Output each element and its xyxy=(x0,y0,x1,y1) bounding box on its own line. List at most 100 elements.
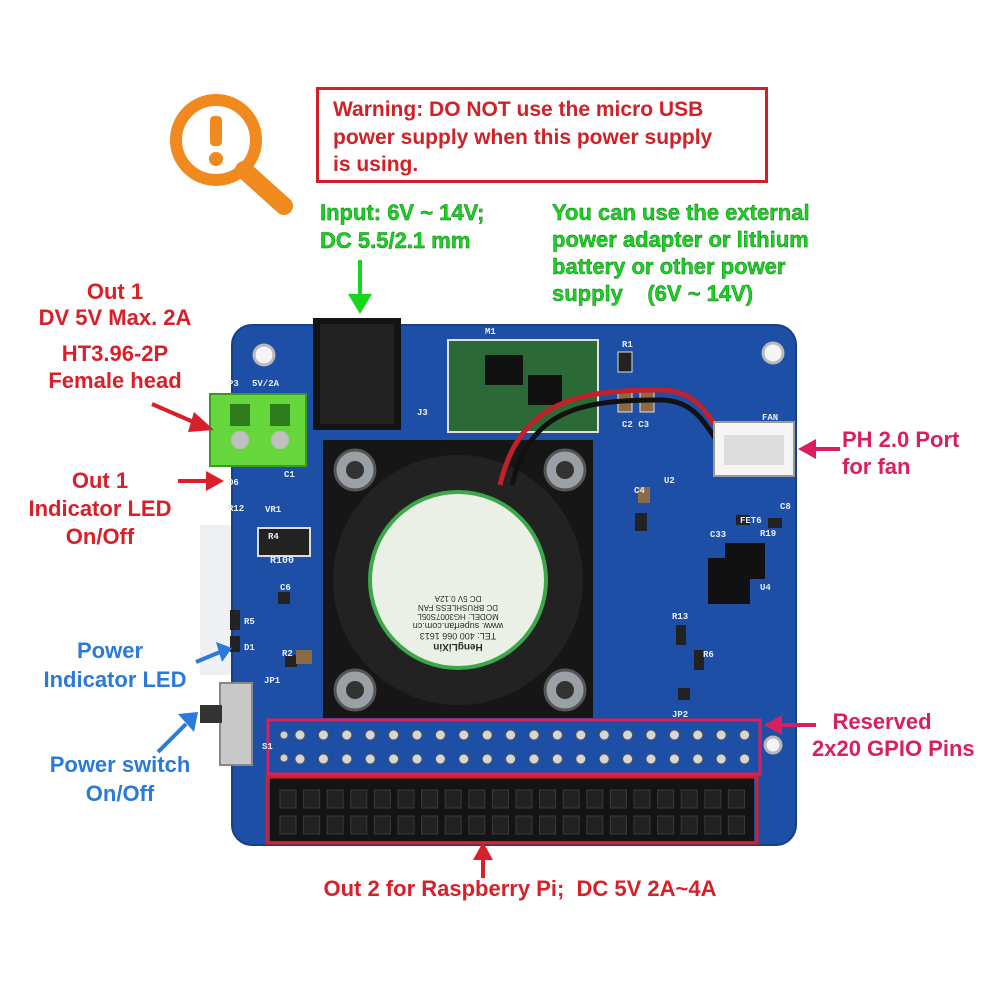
input-label-line-1: Input: 6V ~ 14V; xyxy=(320,200,485,225)
out1-label-line-1: Out 1 xyxy=(86,279,144,304)
silk-p3-rating: 5V/2A xyxy=(252,379,280,389)
fan-port-label-line-1: PH 2.0 Port xyxy=(842,427,960,452)
silk-c4: C4 xyxy=(634,486,645,496)
gpio-pin-hole xyxy=(668,753,680,765)
out1-arrow-icon xyxy=(151,402,214,432)
gpio-pin-hole xyxy=(551,729,563,741)
header-socket xyxy=(515,789,533,809)
header-socket xyxy=(350,815,368,835)
gpio-pin-hole xyxy=(575,729,587,741)
silk-jp2: JP2 xyxy=(672,710,689,720)
header-socket xyxy=(397,789,415,809)
gpio-pin-hole xyxy=(645,729,657,741)
header-socket xyxy=(421,815,439,835)
fan-port-label-line-2: for fan xyxy=(842,454,911,479)
silk-c1: C1 xyxy=(284,470,295,480)
silk-u2: U2 xyxy=(664,476,675,486)
header-socket xyxy=(633,815,651,835)
silk-c8: C8 xyxy=(780,502,791,512)
warning-magnifier-icon xyxy=(170,94,293,215)
silk-d1: D1 xyxy=(244,643,255,653)
header-socket xyxy=(562,789,580,809)
silk-r2: R2 xyxy=(282,649,293,659)
fan-sticker-rating: DC 5V 0.12A xyxy=(434,594,482,603)
gpio-pin-hole xyxy=(481,729,493,741)
gpio-pin-hole xyxy=(622,753,634,765)
gpio-pin-hole xyxy=(341,753,353,765)
gpio-pin-hole xyxy=(692,753,704,765)
header-socket xyxy=(373,789,391,809)
gpio-pin-hole xyxy=(341,729,353,741)
gpio-pin-hole xyxy=(294,729,306,741)
header-socket xyxy=(562,815,580,835)
header-socket xyxy=(609,789,627,809)
out2-label: Out 2 for Raspberry Pi; DC 5V 2A~4A xyxy=(323,876,717,901)
header-socket xyxy=(444,789,462,809)
header-socket xyxy=(491,815,509,835)
header-socket xyxy=(421,789,439,809)
power-switch-label-line-1: Power switch xyxy=(49,752,191,777)
out2-arrow-icon xyxy=(473,842,493,878)
silk-c33: C33 xyxy=(710,530,727,540)
gpio-pin-hole xyxy=(434,729,446,741)
header-socket xyxy=(609,815,627,835)
gpio-pin-hole xyxy=(598,753,610,765)
gpio-pin-hole xyxy=(528,729,540,741)
silk-c6: C6 xyxy=(280,583,291,593)
out1-led-arrow-icon xyxy=(178,471,224,491)
power-switch-label-line-2: On/Off xyxy=(85,781,155,806)
gpio-pin-hole xyxy=(739,729,751,741)
gpio-label-line-2: 2x20 GPIO Pins xyxy=(812,736,975,761)
gpio-pin-hole xyxy=(294,753,306,765)
silk-m1: M1 xyxy=(485,327,496,337)
gpio-pin-hole xyxy=(481,753,493,765)
out1-led-label-line-2: Indicator LED xyxy=(28,496,172,521)
header-socket xyxy=(279,815,297,835)
header-socket xyxy=(680,815,698,835)
gpio-pin-hole xyxy=(505,729,517,741)
header-socket xyxy=(515,815,533,835)
gpio-label-line-1: Reserved xyxy=(832,709,932,734)
warning-line-2: power supply when this power supply xyxy=(333,126,713,149)
silk-r13: R13 xyxy=(672,612,689,622)
gpio-pin-hole xyxy=(364,753,376,765)
header-socket xyxy=(468,815,486,835)
gpio-pin-hole xyxy=(668,729,680,741)
header-pins xyxy=(279,789,745,835)
gpio-pin-hole xyxy=(388,729,400,741)
header-socket xyxy=(303,815,321,835)
header-socket xyxy=(491,789,509,809)
gpio-pin-hole xyxy=(388,753,400,765)
silk-r12: R12 xyxy=(228,504,245,514)
gpio-pin-hole xyxy=(575,753,587,765)
silk-r4: R4 xyxy=(268,532,279,542)
header-socket xyxy=(586,815,604,835)
silk-vr1: VR1 xyxy=(265,505,282,515)
gpio-pin-hole xyxy=(434,753,446,765)
out1-led-label-line-3: On/Off xyxy=(65,524,135,549)
out1-label-line-4: Female head xyxy=(48,368,182,393)
header-socket xyxy=(303,789,321,809)
external-label-line-4: supply (6V ~ 14V) xyxy=(552,281,754,306)
header-socket xyxy=(727,815,745,835)
header-socket xyxy=(704,815,722,835)
gpio-pin-hole xyxy=(458,729,470,741)
header-socket xyxy=(539,789,557,809)
warning-line-3: is using. xyxy=(333,153,419,176)
hat-board xyxy=(200,318,797,846)
fan-sticker-type: DC BRUSHLESS FAN xyxy=(417,603,499,612)
gpio-pin-hole xyxy=(317,729,329,741)
header-socket xyxy=(397,815,415,835)
fan-sticker-brand: HengLiXin xyxy=(433,641,483,652)
header-socket xyxy=(704,789,722,809)
header-socket xyxy=(586,789,604,809)
header-socket xyxy=(326,815,344,835)
fan-sticker-model: MODEL: HG3007S05L xyxy=(417,612,499,621)
gpio-pin-hole xyxy=(528,753,540,765)
power-led-label-line-1: Power xyxy=(76,638,144,663)
silk-r1: R1 xyxy=(622,340,633,350)
fan-port-arrow-icon xyxy=(798,439,840,459)
silk-fet6: FET6 xyxy=(740,516,762,526)
gpio-pin-hole xyxy=(622,729,634,741)
header-socket xyxy=(326,789,344,809)
